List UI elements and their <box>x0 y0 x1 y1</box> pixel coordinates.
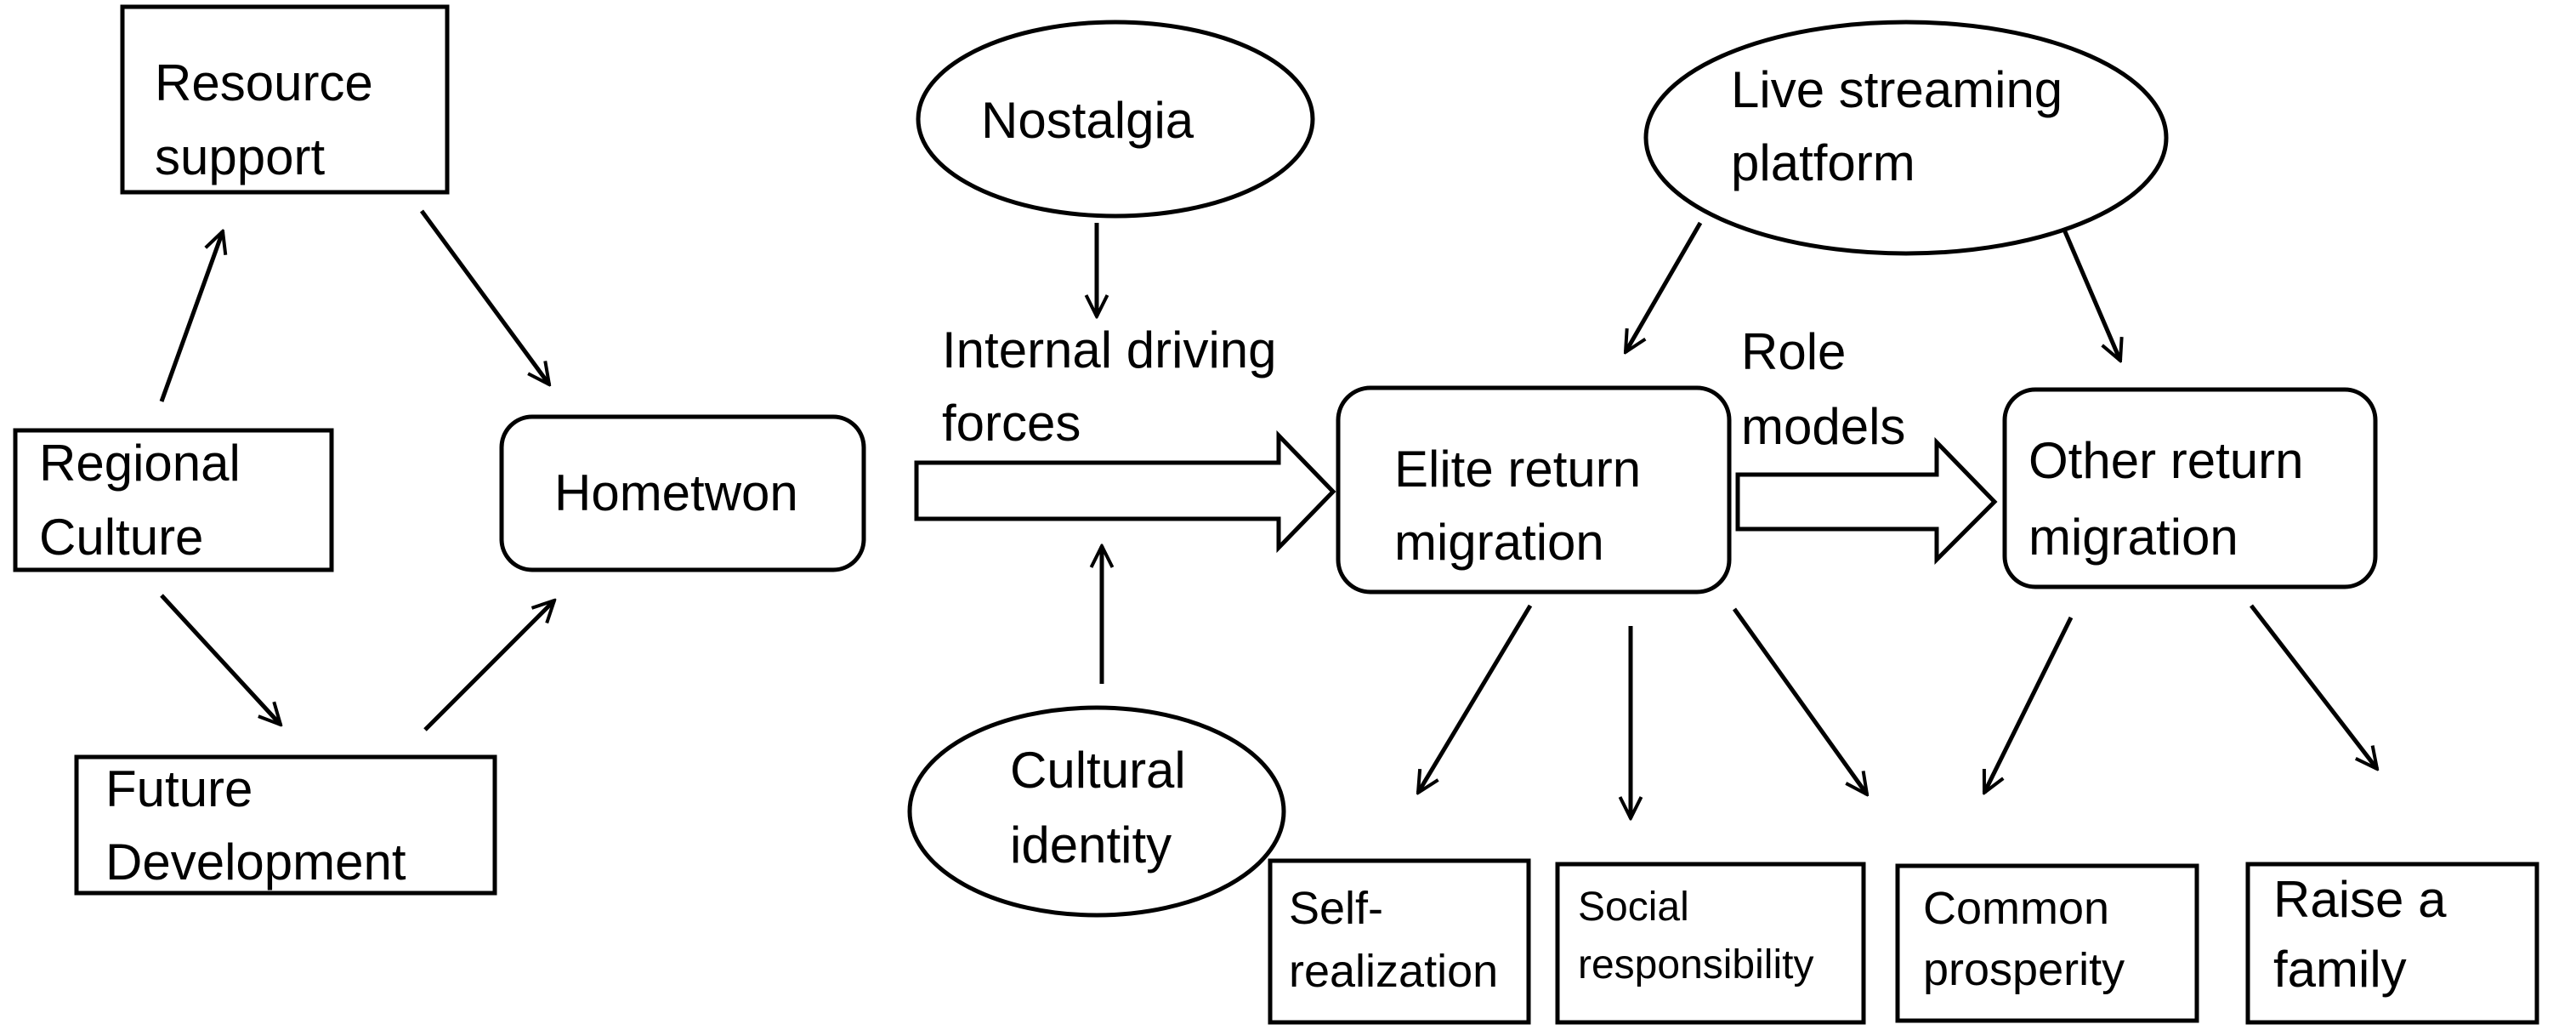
nostalgia-label: Nostalgia <box>981 92 1194 149</box>
live-streaming-platform-label: Live streaming platform <box>1731 61 2077 191</box>
social-responsibility-box <box>1555 862 1866 1025</box>
elite-return-migration-label: Elite return migration <box>1394 441 1655 571</box>
platform-to-other-arrow <box>2062 229 2120 361</box>
internal-driving-forces-label: Internal driving forces <box>942 322 1291 452</box>
raise-a-family-box <box>2245 862 2539 1025</box>
common-prosperity-label: Common prosperity <box>1923 883 2125 995</box>
nostalgia-ellipse <box>916 20 1315 219</box>
other-to-raise-family-arrow <box>2250 604 2377 769</box>
raise-a-family-label: Raise a family <box>2273 871 2460 998</box>
future-development-label: Future Development <box>105 760 406 891</box>
future-development-box <box>74 754 497 896</box>
other-to-common-prosperity-arrow <box>1982 616 2074 793</box>
cultural-identity-label: Cultural identity <box>1010 742 1200 874</box>
regional-to-future-arrow <box>160 594 281 725</box>
regional-culture-box <box>13 428 334 572</box>
hometown-label: Hometwon <box>554 464 798 521</box>
resource-support-label: Resource support <box>155 54 387 185</box>
elite-to-common-prosperity-arrow <box>1732 607 1867 794</box>
social-responsibility-label: Social responsibility <box>1578 885 1813 987</box>
self-realization-box <box>1268 858 1531 1025</box>
role-models-block-arrow <box>1735 436 1998 566</box>
elite-to-self-realization-arrow <box>1418 604 1533 793</box>
platform-to-elite-arrow <box>1626 221 1703 352</box>
other-return-migration-label: Other return migration <box>2028 432 2318 566</box>
other-return-migration-box <box>2002 387 2378 589</box>
hometown-box <box>499 414 866 572</box>
cultural-identity-ellipse <box>907 705 1286 918</box>
resource-support-box <box>120 4 450 195</box>
live-streaming-platform-ellipse <box>1643 20 2169 256</box>
future-to-hometown-arrow <box>423 600 554 731</box>
self-realization-label: Self- realization <box>1289 883 1498 997</box>
elite-return-migration-box <box>1336 385 1732 595</box>
resource-to-hometown-arrow <box>419 209 549 384</box>
regional-to-resource-arrow <box>159 231 223 402</box>
regional-culture-label: Regional Culture <box>39 435 255 566</box>
driving-forces-block-arrow <box>914 430 1336 554</box>
common-prosperity-box <box>1895 863 2199 1023</box>
role-models-label: Role models <box>1741 323 1905 455</box>
